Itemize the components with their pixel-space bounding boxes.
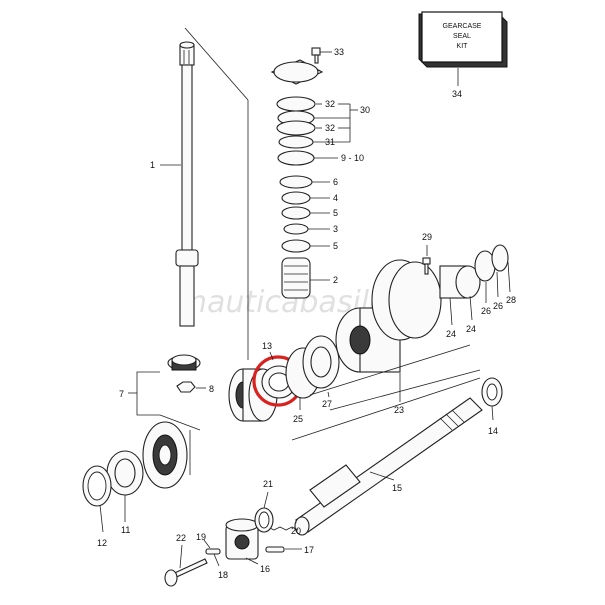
- callout-15: 15: [392, 483, 402, 493]
- callout-33: 33: [334, 47, 344, 57]
- gearcase-seal-kit-box: GEARCASE SEAL KIT 34: [418, 11, 508, 99]
- push-rod: [164, 558, 208, 587]
- driveshaft: [175, 41, 199, 327]
- needle-bearing-set: [439, 244, 509, 299]
- callout-26: 26: [481, 306, 491, 316]
- callout-3: 3: [333, 224, 338, 234]
- callout-24-left: 24: [446, 329, 456, 339]
- kit-label-line-3: KIT: [457, 43, 469, 50]
- callout-24-right: 24: [466, 324, 476, 334]
- callout-7: 7: [119, 389, 124, 399]
- callout-21: 21: [263, 479, 273, 489]
- kit-label-line-2: SEAL: [453, 33, 471, 40]
- callout-25: 25: [293, 414, 303, 424]
- clutch-dog: [225, 518, 259, 560]
- callout-30: 30: [360, 105, 370, 115]
- callout-32-lower: 32: [325, 123, 335, 133]
- forward-gear: [142, 421, 188, 489]
- retaining-ring: [254, 507, 274, 533]
- forward-bearing: [106, 450, 144, 496]
- callout-27: 27: [322, 399, 332, 409]
- callout-31: 31: [325, 137, 335, 147]
- callout-2: 2: [333, 275, 338, 285]
- callout-32-upper: 32: [325, 99, 335, 109]
- cross-pin: [265, 546, 285, 553]
- callout-9-10: 9 - 10: [341, 153, 364, 163]
- callout-26-b: 26: [493, 301, 503, 311]
- bolt-29: [422, 257, 431, 275]
- callout-11: 11: [121, 525, 130, 535]
- callout-18: 18: [218, 570, 228, 580]
- callout-22: 22: [176, 533, 186, 543]
- callout-12: 12: [97, 538, 107, 548]
- kit-label-line-1: GEARCASE: [443, 23, 482, 30]
- callout-5-lower: 5: [333, 241, 338, 251]
- pinion-nut: [176, 381, 196, 393]
- callout-29: 29: [422, 232, 432, 242]
- callout-6: 6: [333, 177, 338, 187]
- callout-1: 1: [150, 160, 155, 170]
- propeller-shaft: [294, 397, 483, 536]
- reverse-gear: [228, 368, 278, 422]
- callout-16: 16: [260, 564, 270, 574]
- pin-19: [205, 548, 221, 555]
- callout-28: 28: [506, 295, 516, 305]
- callout-13: 13: [262, 341, 272, 351]
- bearing-race: [82, 465, 112, 507]
- bearing-carrier: [285, 259, 442, 399]
- pinion-gear: [167, 354, 201, 371]
- callout-4: 4: [333, 193, 338, 203]
- callout-14: 14: [488, 426, 498, 436]
- callout-8: 8: [209, 384, 214, 394]
- thrust-washer: [481, 377, 503, 407]
- callout-23: 23: [394, 405, 404, 415]
- callout-17: 17: [304, 545, 314, 555]
- bearing-stack: [270, 59, 324, 299]
- callout-19: 19: [196, 532, 206, 542]
- bolt-33: [311, 47, 321, 64]
- callout-5-upper: 5: [333, 208, 338, 218]
- callout-34: 34: [452, 89, 462, 99]
- callout-20: 20: [291, 526, 301, 536]
